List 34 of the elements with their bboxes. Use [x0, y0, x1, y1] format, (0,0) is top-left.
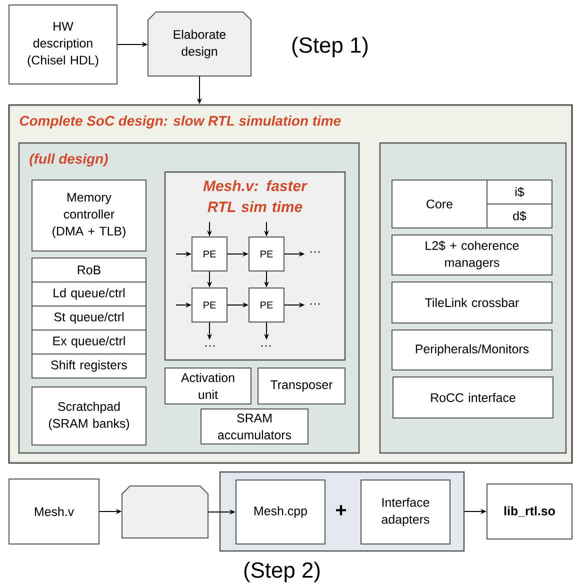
module-box: L2$ + coherence managers — [392, 234, 552, 276]
module-box: Shift registers — [32, 354, 146, 378]
ellipsis: … — [261, 345, 271, 347]
module-box: Transposer — [258, 368, 346, 404]
module-box: SRAM accumulators — [200, 408, 308, 444]
module-box: Activation unit — [164, 368, 252, 404]
input-box: HW description (Chisel HDL) — [8, 4, 118, 84]
file-box: Mesh.v — [8, 478, 100, 544]
pe-box: PE — [248, 236, 284, 272]
plus-sign: + — [336, 505, 346, 516]
module-box: TileLink crossbar — [392, 282, 552, 324]
tool-box — [122, 486, 208, 538]
output-box: lib_rtl.so — [486, 484, 572, 540]
step-label: (Step 1) — [292, 36, 368, 58]
module-box: Peripherals/Monitors — [392, 330, 552, 370]
module-box: Scratchpad (SRAM banks) — [32, 386, 146, 446]
ellipsis: … — [205, 345, 215, 347]
module-box: Memory controller (DMA + TLB) — [32, 180, 146, 252]
step-label: (Step 2) — [244, 562, 320, 582]
module-box: St queue/ctrl — [32, 306, 146, 330]
module-box: Ld queue/ctrl — [32, 282, 146, 306]
module-box: RoCC interface — [392, 376, 554, 418]
module-box: i$ — [486, 180, 552, 204]
process-box: Elaborate design — [148, 12, 252, 76]
pe-box: PE — [192, 236, 228, 272]
module-box: Interface adapters — [360, 480, 450, 544]
ellipsis: … — [310, 251, 320, 253]
ellipsis: … — [310, 303, 320, 305]
pe-box: PE — [192, 288, 228, 322]
pe-box: PE — [248, 288, 284, 322]
module-box: Ex queue/ctrl — [32, 330, 146, 354]
file-box: Mesh.cpp — [236, 480, 326, 544]
module-box: RoB — [32, 258, 146, 282]
module-box: d$ — [486, 204, 552, 228]
